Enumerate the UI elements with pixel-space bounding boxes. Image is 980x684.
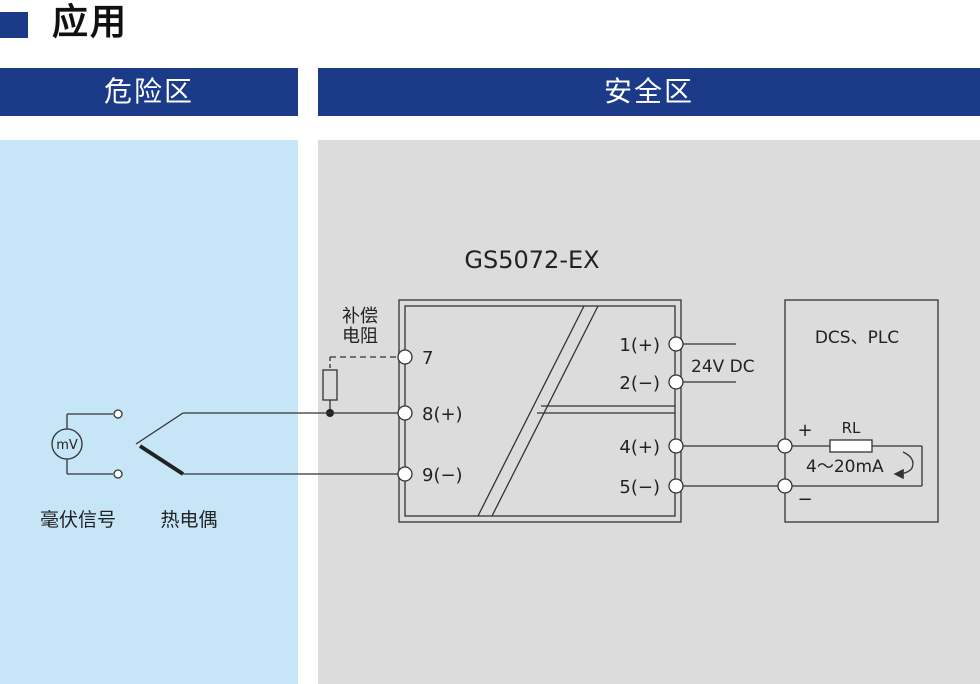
- safe-zone-header: 安全区: [318, 68, 980, 116]
- danger-zone-header: 危险区: [0, 68, 298, 116]
- mv-signal-label: 毫伏信号: [40, 509, 116, 531]
- device-name-label: GS5072-EX: [464, 246, 599, 274]
- danger-zone-area: [0, 140, 298, 684]
- terminal-7-label: 7: [422, 348, 433, 369]
- terminal-8-label: 8(+): [422, 404, 463, 425]
- mv-meter-label: mV: [56, 438, 78, 453]
- terminal-2-label: 2(−): [619, 373, 660, 394]
- comp-resistor-label-2: 电阻: [342, 326, 378, 347]
- thermocouple-wires: [135, 412, 398, 475]
- power-label: 24V DC: [691, 357, 755, 377]
- terminal-1-label: 1(+): [619, 335, 660, 356]
- terminal-4-label: 4(+): [619, 437, 660, 458]
- receiver-label: DCS、PLC: [815, 328, 899, 348]
- current-label: 4～20mA: [806, 457, 884, 477]
- terminal-4: [668, 438, 684, 454]
- mv-source: [51, 409, 123, 479]
- receiver-terminal-minus: [777, 478, 793, 494]
- current-arrow-icon: [893, 451, 914, 480]
- terminal-9: [397, 466, 413, 482]
- terminal-5-label: 5(−): [619, 477, 660, 498]
- receiver-box: [784, 299, 939, 523]
- receiver-terminal-plus: [777, 438, 793, 454]
- terminal-5: [668, 478, 684, 494]
- plus-sign: +: [797, 420, 812, 441]
- title-square-icon: [0, 12, 28, 38]
- terminal-2: [668, 374, 684, 390]
- output-wires: [683, 445, 923, 487]
- terminal-1: [668, 336, 684, 352]
- terminal-7: [397, 349, 413, 365]
- thermocouple-label: 热电偶: [160, 509, 217, 531]
- minus-sign: −: [797, 489, 812, 510]
- terminal-8: [397, 405, 413, 421]
- comp-resistor-label-1: 补偿: [342, 306, 378, 327]
- page-title: 应用: [52, 2, 129, 43]
- load-resistor: [829, 439, 873, 453]
- terminal-9-label: 9(−): [422, 465, 463, 486]
- load-resistor-label: RL: [842, 419, 861, 437]
- thermocouple-junction: [138, 444, 185, 476]
- safe-zone-area: [318, 140, 980, 684]
- power-leads: [683, 343, 736, 383]
- comp-resistor: [322, 369, 338, 401]
